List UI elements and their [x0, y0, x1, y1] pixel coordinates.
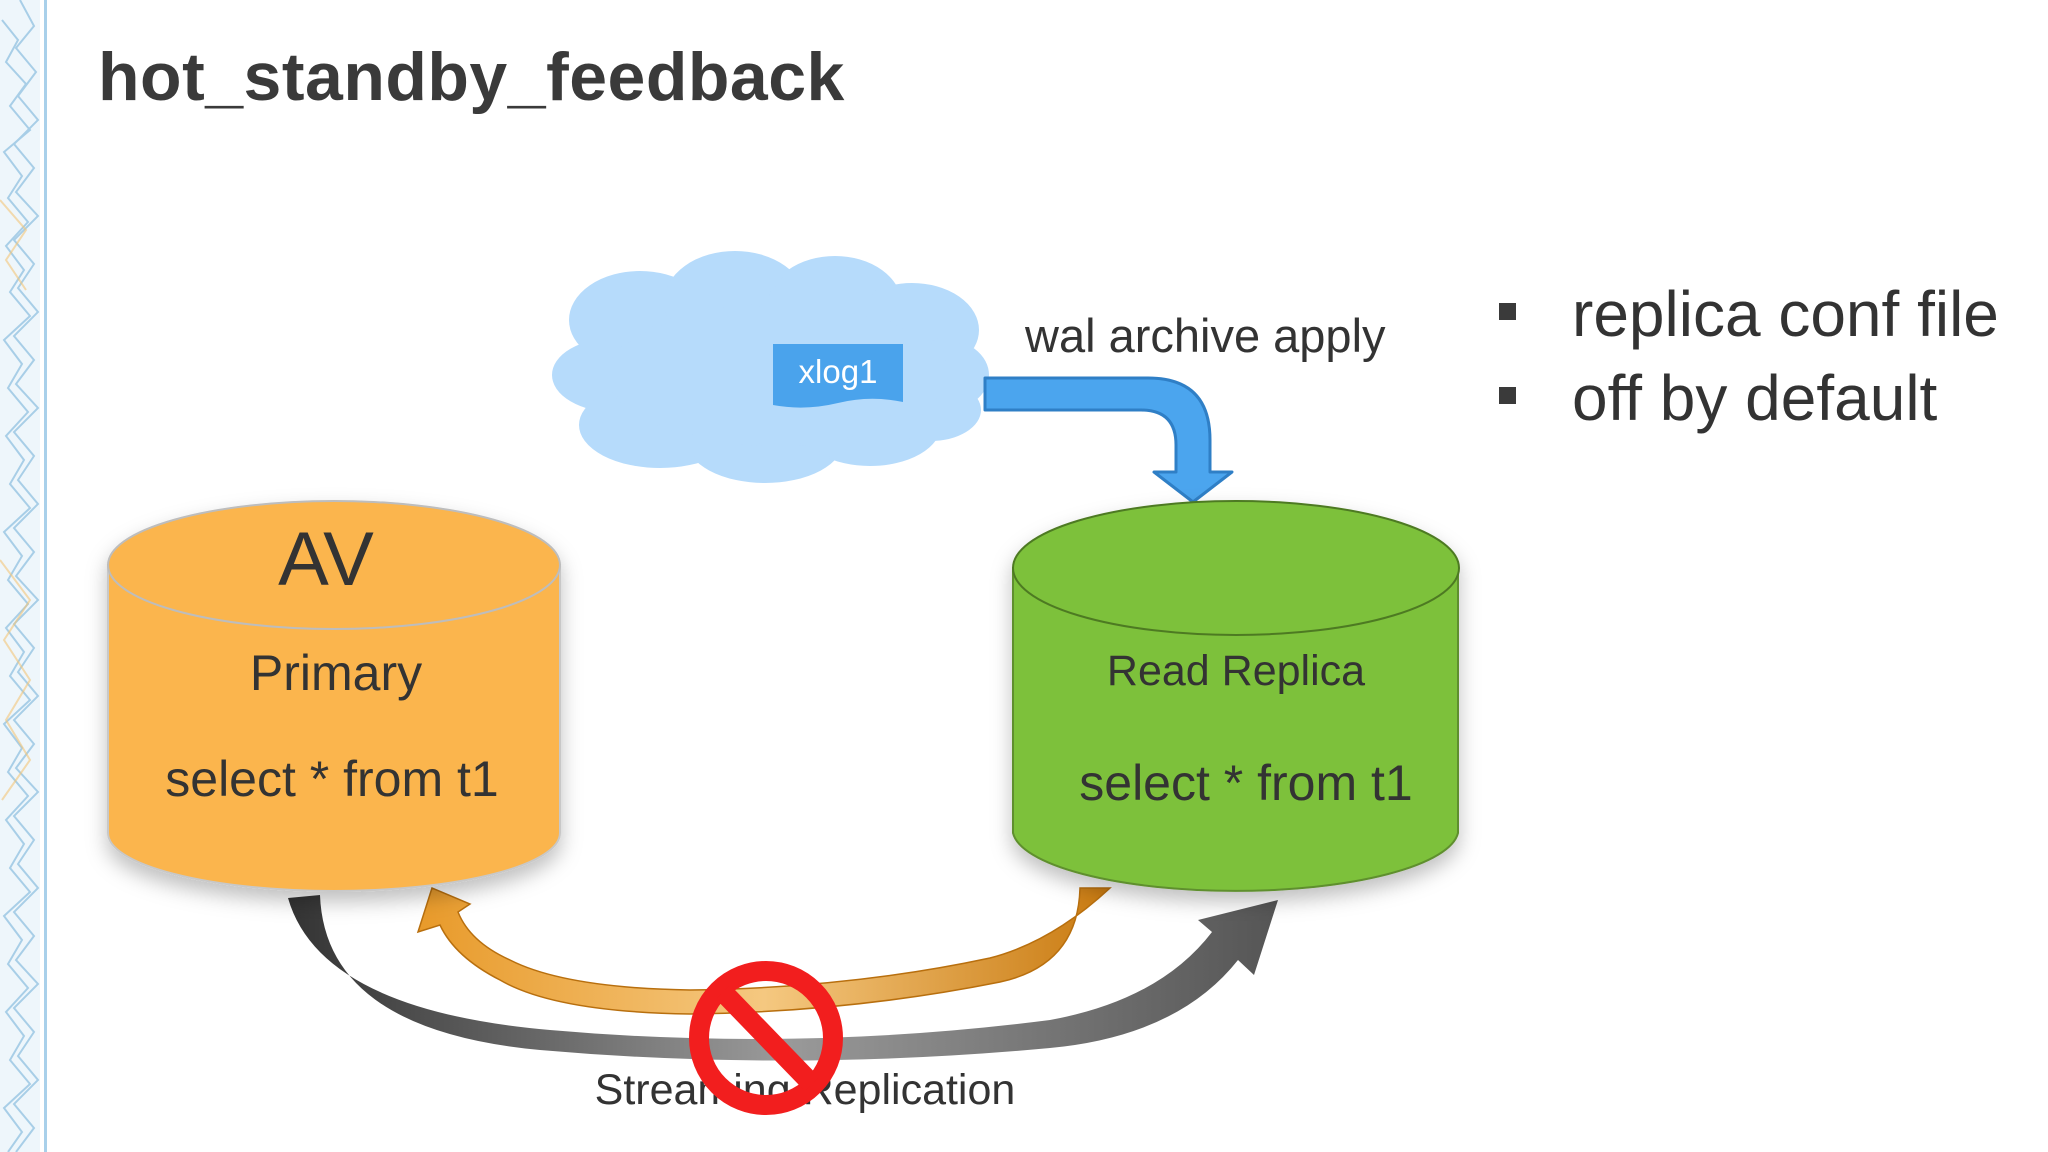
- wal-archive-apply-label: wal archive apply: [1024, 309, 1386, 362]
- bullet-text: off by default: [1572, 362, 1938, 434]
- bullet-item: replica conf file: [1495, 272, 1999, 356]
- square-bullet-icon: [1499, 303, 1516, 320]
- wal-apply-arrow: [983, 376, 1234, 504]
- prohibited-icon: [689, 961, 843, 1115]
- read-replica-label: Read Replica: [1107, 647, 1365, 695]
- wal-archive-cloud: [552, 251, 989, 483]
- primary-query: select * from t1: [165, 751, 498, 807]
- primary-database: [107, 500, 561, 892]
- primary-label: Primary: [250, 645, 422, 701]
- bullet-list: replica conf file off by default: [1495, 272, 1999, 440]
- square-bullet-icon: [1499, 387, 1516, 404]
- slide-title: hot_standby_feedback: [98, 39, 845, 115]
- primary-av-heading: AV: [278, 517, 374, 602]
- bullet-text: replica conf file: [1572, 278, 1999, 350]
- xlog1-label: xlog1: [799, 353, 878, 390]
- xlog1-document: xlog1: [773, 344, 903, 408]
- read-replica-query: select * from t1: [1079, 755, 1412, 811]
- bullet-item: off by default: [1495, 356, 1999, 440]
- read-replica-database: [1012, 500, 1460, 892]
- blocked-feedback-arrow: [416, 886, 1112, 1015]
- decorative-edge-pattern: [0, 0, 47, 1152]
